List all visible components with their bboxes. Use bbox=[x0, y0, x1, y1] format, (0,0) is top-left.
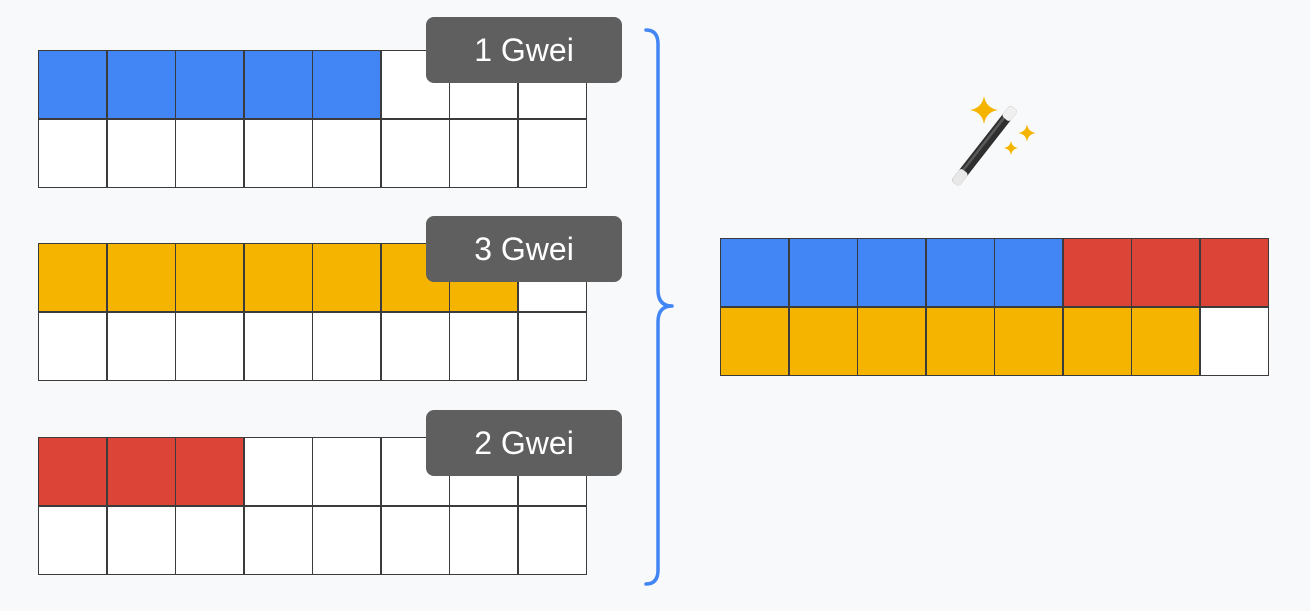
block-cell-empty bbox=[381, 119, 449, 187]
block-cell-empty bbox=[176, 506, 243, 574]
block-cell-empty bbox=[518, 312, 586, 380]
block-cell-blue bbox=[244, 51, 312, 118]
combined-cell-yellow bbox=[995, 307, 1062, 375]
block-cell-yellow bbox=[107, 244, 175, 311]
combined-block-grid bbox=[720, 238, 1269, 376]
block-cell-empty bbox=[39, 312, 106, 380]
combined-cell-yellow bbox=[858, 307, 925, 375]
block-cell-empty bbox=[244, 119, 312, 187]
block-cell-empty bbox=[381, 506, 449, 574]
combined-cell-blue bbox=[995, 239, 1062, 306]
block-cell-empty bbox=[518, 119, 586, 187]
fee-badge-3gwei: 3 Gwei bbox=[426, 216, 622, 282]
fee-badge-1gwei: 1 Gwei bbox=[426, 17, 622, 83]
block-cell-empty bbox=[313, 438, 380, 505]
block-cell-empty bbox=[39, 119, 106, 187]
combined-cell-blue bbox=[926, 239, 994, 306]
curly-brace-icon bbox=[644, 28, 674, 586]
fee-badge-2gwei: 2 Gwei bbox=[426, 410, 622, 476]
block-cell-empty bbox=[244, 506, 312, 574]
combined-cell-red bbox=[1200, 239, 1268, 306]
block-cell-empty bbox=[107, 506, 175, 574]
block-cell-empty bbox=[176, 312, 243, 380]
combined-cell-yellow bbox=[789, 307, 857, 375]
block-cell-red bbox=[176, 438, 243, 505]
combined-cell-yellow bbox=[1063, 307, 1131, 375]
block-cell-yellow bbox=[39, 244, 106, 311]
block-cell-yellow bbox=[244, 244, 312, 311]
block-cell-blue bbox=[313, 51, 380, 118]
block-cell-empty bbox=[381, 312, 449, 380]
block-cell-red bbox=[107, 438, 175, 505]
combined-cell-blue bbox=[789, 239, 857, 306]
block-cell-blue bbox=[107, 51, 175, 118]
block-cell-empty bbox=[450, 312, 517, 380]
combined-cell-red bbox=[1063, 239, 1131, 306]
block-cell-empty bbox=[450, 506, 517, 574]
combined-cell-blue bbox=[721, 239, 788, 306]
block-cell-blue bbox=[39, 51, 106, 118]
block-cell-empty bbox=[176, 119, 243, 187]
combined-cell-yellow bbox=[926, 307, 994, 375]
block-cell-empty bbox=[313, 119, 380, 187]
block-cell-blue bbox=[176, 51, 243, 118]
block-cell-empty bbox=[518, 506, 586, 574]
block-cell-yellow bbox=[313, 244, 380, 311]
block-cell-empty bbox=[313, 506, 380, 574]
combined-cell-red bbox=[1132, 239, 1199, 306]
block-cell-empty bbox=[244, 438, 312, 505]
block-grid-2gwei bbox=[38, 437, 587, 575]
block-cell-empty bbox=[313, 312, 380, 380]
block-cell-red bbox=[39, 438, 106, 505]
block-cell-empty bbox=[107, 119, 175, 187]
block-cell-empty bbox=[450, 119, 517, 187]
combined-cell-yellow bbox=[1132, 307, 1199, 375]
block-cell-empty bbox=[39, 506, 106, 574]
block-cell-empty bbox=[244, 312, 312, 380]
magic-wand-icon bbox=[952, 96, 1036, 186]
combined-cell-yellow bbox=[721, 307, 788, 375]
combined-cell-blue bbox=[858, 239, 925, 306]
block-cell-yellow bbox=[176, 244, 243, 311]
combined-cell-empty bbox=[1200, 307, 1268, 375]
block-cell-empty bbox=[107, 312, 175, 380]
